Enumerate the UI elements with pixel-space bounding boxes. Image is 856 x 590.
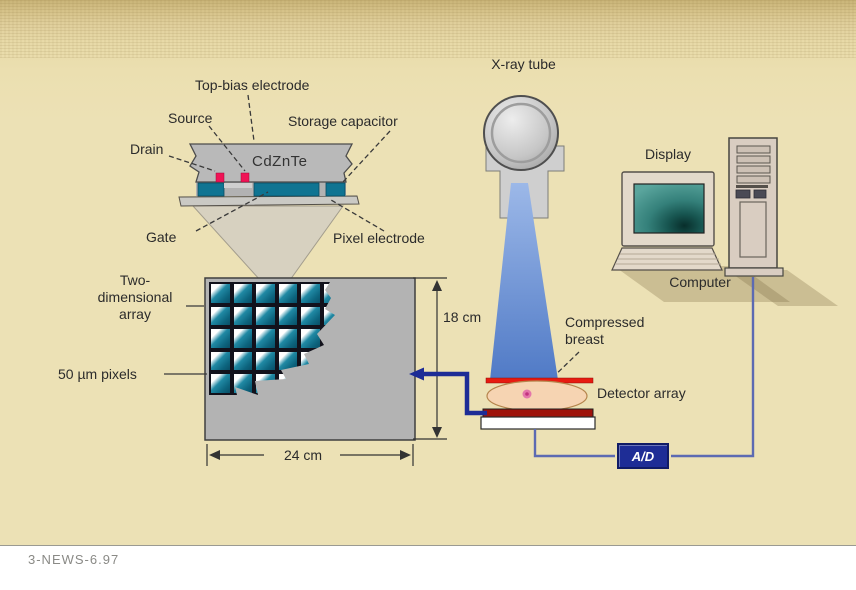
ad-converter-box: A/D (617, 443, 669, 469)
ad-cable (533, 277, 755, 458)
gate-label: Gate (146, 229, 177, 245)
compressed-breast-line2: breast (565, 331, 604, 347)
source-leader-line (208, 125, 246, 172)
background-texture (0, 0, 856, 58)
detector-array-top (482, 408, 594, 418)
pixel-electrode-label: Pixel electrode (333, 230, 425, 246)
computer-label: Computer (669, 274, 731, 290)
array-label-line1: Two- (119, 272, 151, 288)
pixel-cell (299, 304, 322, 328)
monitor-screen (633, 183, 705, 234)
tower-front-door (739, 201, 767, 258)
pixel-cell (254, 327, 277, 350)
storage-capacitor-electrode (325, 182, 346, 197)
tower-vent-slot (736, 175, 771, 184)
dim-18cm-arrow-up (432, 280, 442, 291)
drain-contact (215, 172, 225, 183)
display-label: Display (645, 146, 691, 162)
pixel-cell (231, 282, 254, 305)
two-dimensional-array-label: Two- dimensional array (85, 272, 185, 323)
readout-arrowhead (409, 367, 424, 381)
xray-tube-label: X-ray tube (491, 56, 556, 72)
source-contact (240, 172, 250, 183)
tower-vent-slot (736, 145, 771, 154)
dim-18cm-arrow-down (432, 427, 442, 438)
pixel-cell (254, 282, 277, 305)
pixel-cell (231, 349, 254, 373)
pixel-electrode-leader-line (330, 199, 385, 232)
detector-array-label: Detector array (597, 385, 686, 401)
tower-vent-slot (736, 165, 771, 174)
magnifier-funnel (191, 205, 344, 281)
tower-power-button (753, 189, 767, 199)
tower-vent-slot (736, 155, 771, 164)
array-label-line3: array (119, 306, 151, 322)
pixel-cell (254, 349, 277, 373)
pixel-cell (299, 327, 322, 350)
tower-drive-bay (735, 189, 751, 199)
gate-bar (224, 183, 252, 188)
tower-shadow (727, 270, 838, 306)
pixel-cell (276, 282, 299, 305)
diagram-background: Top-bias electrode Source Storage capaci… (0, 0, 856, 546)
pixel-cell (231, 327, 254, 350)
detector-array-plate (480, 416, 596, 430)
pixel-cell (231, 304, 254, 328)
xray-tube-ball (483, 95, 559, 171)
pixel-cell (276, 327, 299, 350)
lesion-spot-core (525, 392, 529, 396)
storage-capacitor-label: Storage capacitor (288, 113, 398, 129)
figure-credit: 3-NEWS-6.97 (28, 552, 120, 567)
dim-24cm-arrow-left (209, 450, 220, 460)
pixel-electrode-center (253, 182, 320, 197)
pixel-cell (209, 349, 232, 373)
top-bias-leader-line (247, 94, 255, 142)
gate-leader-line (195, 191, 269, 232)
height-dimension-label: 18 cm (443, 309, 482, 325)
ad-converter-label: A/D (631, 448, 655, 464)
pixel-cell (209, 327, 232, 350)
pixel-cell (209, 372, 232, 395)
pixel-cell (209, 282, 232, 305)
top-bias-electrode-label: Top-bias electrode (195, 77, 310, 93)
array-label-line2: dimensional (97, 289, 173, 305)
pixel-size-label: 50 µm pixels (58, 366, 137, 382)
pixel-cell (254, 304, 277, 328)
pixel-cell (299, 282, 322, 305)
cdznte-label: CdZnTe (252, 153, 308, 170)
source-label: Source (168, 110, 213, 126)
width-dimension-label: 24 cm (283, 447, 323, 463)
drain-label: Drain (130, 141, 164, 157)
storage-capacitor-leader-line (342, 130, 391, 183)
pixel-electrode-left (197, 182, 225, 197)
compressed-breast (486, 380, 588, 412)
dim-24cm-arrow-right (400, 450, 411, 460)
compressed-breast-label: Compressed breast (565, 314, 644, 348)
tower-floppy-slot (736, 185, 768, 188)
pixel-cell (209, 304, 232, 328)
compressed-breast-line1: Compressed (565, 314, 645, 330)
drain-leader-line (168, 155, 216, 172)
tower-base (724, 267, 784, 277)
readout-cable (424, 371, 487, 416)
xray-tube-ball-ring (490, 102, 552, 164)
pixel-cell (276, 304, 299, 328)
xray-beam (490, 183, 558, 380)
